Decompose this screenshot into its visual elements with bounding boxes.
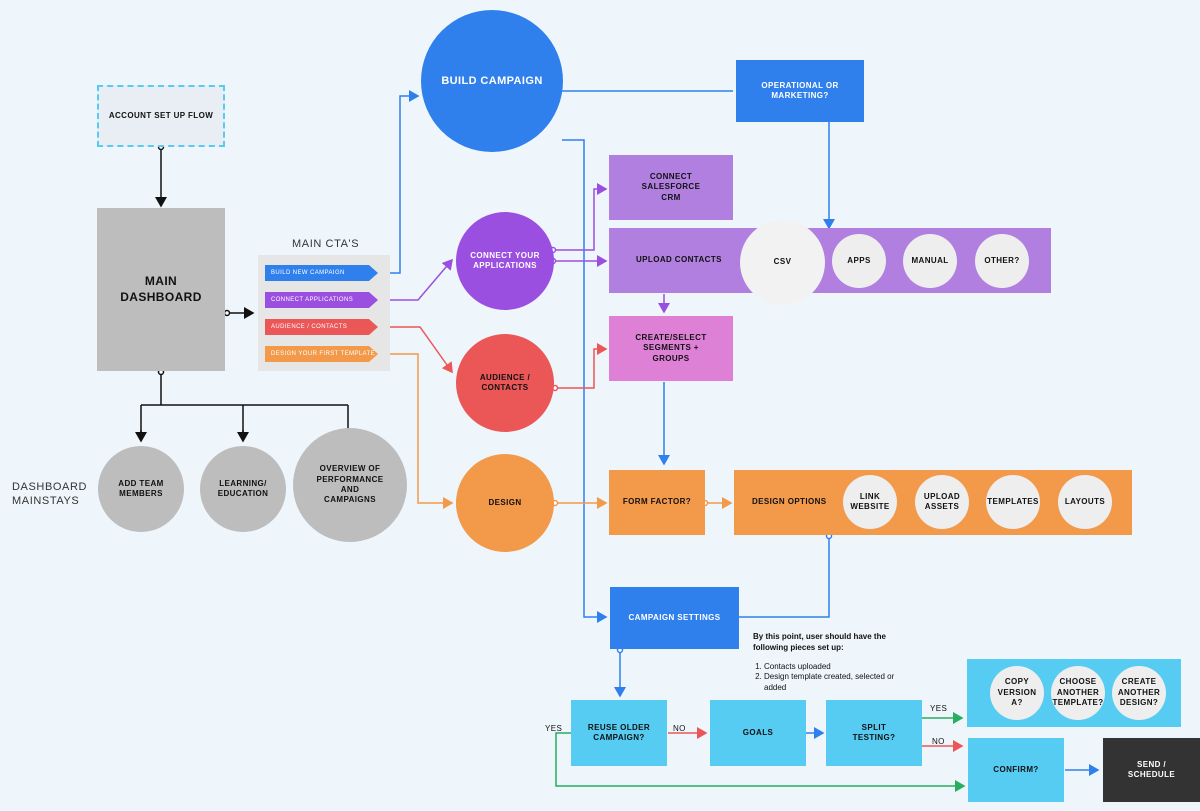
account-setup-node[interactable]: ACCOUNT SET UP FLOW [97,85,225,147]
operational-node[interactable]: OPERATIONAL OR MARKETING? [736,60,864,122]
csv-option[interactable]: CSV [740,220,825,305]
edge-label-split-yes: YES [930,704,948,713]
edge-cta-build [384,90,420,274]
main-ctas-label: MAIN CTA'S [292,238,360,250]
copy-version-a-option[interactable]: COPY VERSION A? [990,666,1044,720]
connect-crm-node[interactable]: CONNECT SALESFORCE CRM [609,155,733,220]
templates-option[interactable]: TEMPLATES [986,475,1040,529]
cta-connect-applications[interactable]: CONNECT APPLICATIONS [265,292,378,308]
split-testing-node[interactable]: SPLIT TESTING? [826,700,922,766]
audience-node[interactable]: AUDIENCE / CONTACTS [456,334,554,432]
cta-audience-contacts[interactable]: AUDIENCE / CONTACTS [265,319,378,335]
edge-label-reuse-yes: YES [545,724,563,733]
edge-label-reuse-no: NO [673,724,686,733]
layouts-option[interactable]: LAYOUTS [1058,475,1112,529]
learning-node[interactable]: LEARNING/ EDUCATION [200,446,286,532]
design-node[interactable]: DESIGN [456,454,554,552]
confirm-node[interactable]: CONFIRM? [968,738,1064,802]
upload-assets-option[interactable]: UPLOAD ASSETS [915,475,969,529]
create-design-option[interactable]: CREATE ANOTHER DESIGN? [1112,666,1166,720]
apps-option[interactable]: APPS [832,234,886,288]
segments-node[interactable]: CREATE/SELECT SEGMENTS + GROUPS [609,316,733,381]
campaign-settings-node[interactable]: CAMPAIGN SETTINGS [610,587,739,649]
edge-dashboard-mainstays [140,372,349,440]
reuse-node[interactable]: REUSE OLDER CAMPAIGN? [571,700,667,766]
overview-node[interactable]: OVERVIEW OF PERFORMANCE AND CAMPAIGNS [293,428,407,542]
send-schedule-node[interactable]: SEND / SCHEDULE [1103,738,1200,802]
setup-note-title: By this point, user should have the foll… [753,632,886,652]
build-campaign-node[interactable]: BUILD CAMPAIGN [421,10,563,152]
link-website-option[interactable]: LINK WEBSITE [843,475,897,529]
edge-cta-connect [384,258,453,301]
setup-note: By this point, user should have the foll… [753,632,913,694]
edge-connect-crm [553,183,608,251]
cta-design-first-template[interactable]: DESIGN YOUR FIRST TEMPLATE [265,346,378,362]
setup-note-item: Design template created, selected or add… [764,672,913,694]
choose-template-option[interactable]: CHOOSE ANOTHER TEMPLATE? [1051,666,1105,720]
form-factor-node[interactable]: FORM FACTOR? [609,470,705,535]
edge-cta-audience [384,326,453,374]
goals-node[interactable]: GOALS [710,700,806,766]
upload-contacts-label: UPLOAD CONTACTS [636,255,722,265]
edge-label-split-no: NO [932,737,945,746]
setup-note-item: Contacts uploaded [764,662,913,673]
cta-build-new-campaign[interactable]: BUILD NEW CAMPAIGN [265,265,378,281]
design-options-label: DESIGN OPTIONS [752,497,827,507]
connect-apps-node[interactable]: CONNECT YOUR APPLICATIONS [456,212,554,310]
manual-option[interactable]: MANUAL [903,234,957,288]
edge-audience-segments [555,343,608,389]
main-dashboard-node[interactable]: MAIN DASHBOARD [97,208,225,371]
mainstays-label: DASHBOARD MAINSTAYS [12,481,88,508]
setup-note-list: Contacts uploaded Design template create… [753,662,913,694]
add-team-node[interactable]: ADD TEAM MEMBERS [98,446,184,532]
other-option[interactable]: OTHER? [975,234,1029,288]
edge-build-settings [562,139,608,623]
